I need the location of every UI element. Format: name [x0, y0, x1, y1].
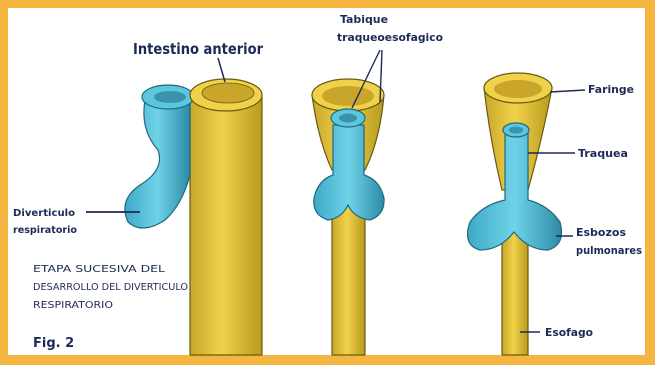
- label-tabique-1: Tabique: [340, 13, 388, 26]
- figure-number: Fig. 2: [33, 336, 74, 351]
- stage-2: [312, 50, 384, 355]
- foregut-tube: [190, 95, 262, 355]
- label-esbozos-1: Esbozos: [576, 226, 626, 239]
- label-esbozos-2: pulmonares: [576, 244, 642, 257]
- caption-line-1: ETAPA SUCESIVA DEL: [33, 264, 166, 275]
- respiratory-diverticulum: [125, 100, 190, 228]
- label-faringe: Faringe: [588, 83, 634, 96]
- leader-intestino: [218, 58, 225, 82]
- label-diverticulo-1: Diverticulo: [13, 208, 75, 219]
- label-traquea: Traquea: [578, 147, 628, 160]
- trachea-3: [468, 132, 562, 250]
- leader-faringe: [550, 90, 585, 92]
- label-intestino-anterior: Intestino anterior: [133, 40, 264, 58]
- label-diverticulo-2: respiratorio: [13, 225, 77, 236]
- label-tabique-2: traqueoesofagico: [337, 31, 443, 44]
- caption-line-3: RESPIRATORIO: [33, 300, 113, 311]
- caption-line-2: DESARROLLO DEL DIVERTICULO: [33, 282, 188, 293]
- stage-3: [468, 73, 585, 355]
- label-esofago: Esofago: [545, 326, 593, 339]
- esophagus-tube-2: [332, 205, 365, 355]
